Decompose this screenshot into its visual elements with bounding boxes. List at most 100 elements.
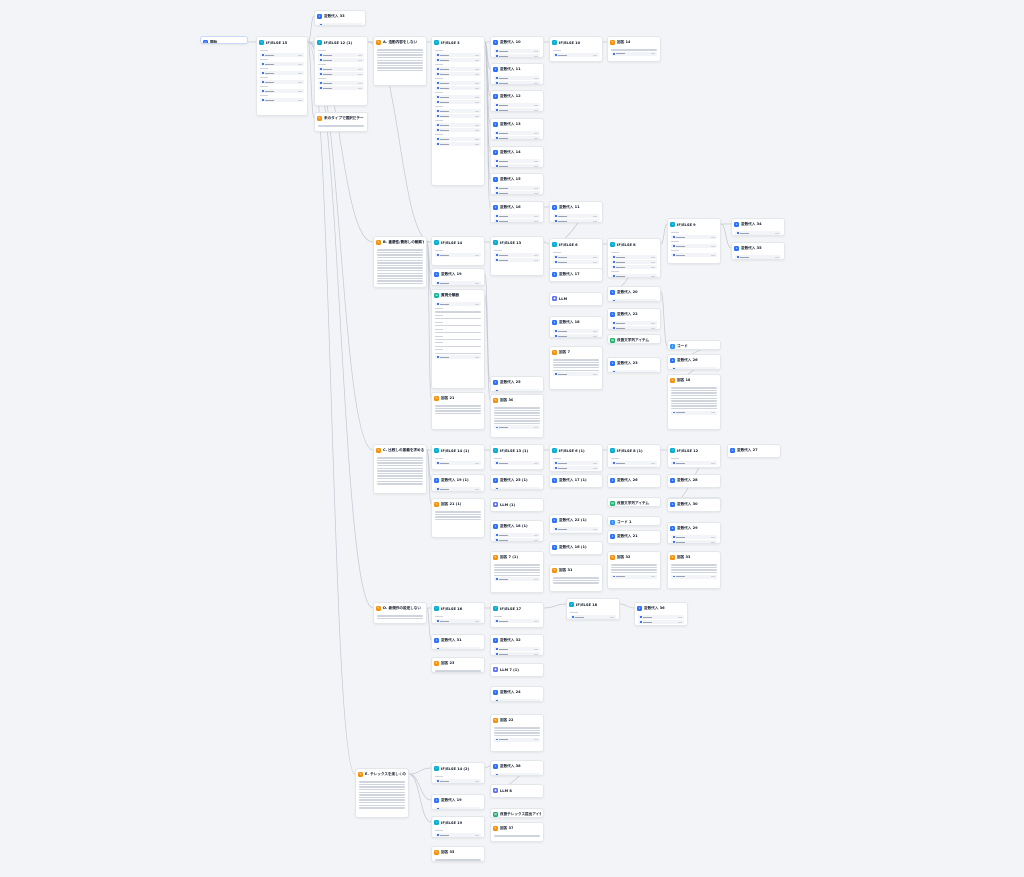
workflow-node-if14[interactable]: ⑂IF/ELSE 14 [431,236,485,266]
variable-icon [673,541,675,543]
workflow-node-ans_c[interactable]: ✎C. 比較しの意義を求める提案 [373,444,427,494]
workflow-node-ans_d[interactable]: ✎D. 新規作の設定しない [373,602,427,624]
workflow-node-ans23[interactable]: ✎回答 23 [431,657,485,673]
workflow-node-if141[interactable]: ⑂IF/ELSE 14 (1) [431,444,485,470]
workflow-node-if13[interactable]: ⑂IF/ELSE 13 [490,236,544,276]
workflow-node-ans31[interactable]: ✎回答 31 [549,564,603,592]
workflow-node-if16[interactable]: ⑂IF/ELSE 16 [431,602,485,624]
workflow-node-ans_a[interactable]: ✎A. 活動内容をしない [373,36,427,86]
node-text-line [435,352,481,354]
workflow-node-if18[interactable]: ⑂IF/ELSE 18 [566,598,620,620]
node-variable-row [494,136,540,139]
workflow-node-llm7[interactable]: ◆LLM 7 (1) [490,663,544,677]
workflow-node-if9[interactable]: ⑂IF/ELSE 9 [667,218,721,264]
node-title: 変数代入 19 [441,272,462,276]
llm-icon: ◆ [493,667,498,672]
variable-icon [673,254,675,256]
workflow-node-ans211[interactable]: ✎回答 21 (1) [431,498,485,538]
workflow-node-if61[interactable]: ⑂IF/ELSE 6 (1) [549,444,603,472]
variable-name [440,73,449,75]
workflow-node-ans22[interactable]: ✎回答 22 [490,714,544,752]
variable-type-badge [711,576,715,578]
workflow-node-ans32[interactable]: ✎回答 32 [607,551,661,589]
workflow-node-ans18[interactable]: ✎回答 18 [667,374,721,430]
workflow-node-dt_cat[interactable]: ≡質問分類器 [431,289,485,389]
workflow-node-ans71[interactable]: ✎回答 7 (1) [490,551,544,593]
workflow-node-ans14[interactable]: ✎回答 14 [607,36,661,62]
workflow-node-if12[interactable]: ⑂IF/ELSE 12 [667,444,721,468]
workflow-node-ans21[interactable]: ✎回答 21 [431,392,485,430]
workflow-node-if17[interactable]: ⑂IF/ELSE 17 [490,602,544,628]
workflow-node-if131[interactable]: ⑂IF/ELSE 13 (1) [490,444,544,470]
workflow-node-ans_b[interactable]: ✎B. 重要性/費用しの観察する [373,236,427,288]
workflow-node-start[interactable]: ⌂開始 [200,36,248,44]
workflow-node-ans37[interactable]: ✎回答 37 [490,822,544,842]
workflow-node-if15[interactable]: ⑂IF/ELSE 15 [256,36,308,116]
workflow-node-code[interactable]: {コード [667,340,721,350]
workflow-node-qc3[interactable]: ▤改善テレックス提出アイテム [490,808,544,818]
workflow-node-if1215[interactable]: ⑂IF/ELSE 12 (1) [314,36,368,106]
node-title: 変数代入 38 [500,764,521,768]
workflow-node-code1[interactable]: {コード 1 [607,516,661,526]
workflow-node-ans33[interactable]: ✎回答 33 [667,551,721,589]
variable-name [440,54,449,56]
workflow-node-if19[interactable]: ⑂IF/ELSE 19 [431,816,485,838]
workflow-node-if142[interactable]: ⑂IF/ELSE 14 (2) [431,762,485,784]
workflow-node-if3[interactable]: ⑂IF/ELSE 3 [431,36,485,186]
workflow-node-ans30[interactable]: ✎回答 30 [490,394,544,438]
workflow-node-llm1[interactable]: ◆LLM (1) [490,498,544,512]
workflow-node-llm[interactable]: ◆LLM [549,292,603,306]
workflow-node-ans35[interactable]: ✎回答 35 [431,846,485,862]
node-header: ✎回答 23 [432,658,484,669]
workflow-node-ans_notype[interactable]: ✎未のタイプで選択だテー [314,112,368,132]
node-title: コード [677,344,688,348]
workflow-node-qc2[interactable]: ▤改善文字列アイテム [607,497,661,507]
workflow-node-if8[interactable]: ⑂IF/ELSE 8 [607,238,661,278]
workflow-node-llm8[interactable]: ◆LLM 8 [490,784,544,798]
workflow-node-if81[interactable]: ⑂IF/ELSE 8 (1) [607,444,661,468]
workflow-node-ans7[interactable]: ✎回答 7 [549,346,603,390]
workflow-node-qc_extract[interactable]: ▤改善文字列アイテム [607,334,661,344]
answer-icon: ✎ [610,555,615,560]
workflow-node-if10[interactable]: ⑂IF/ELSE 10 [549,36,603,62]
workflow-node-ans_e[interactable]: ✎E. テレックスを楽しくの提示提供 [355,768,409,818]
